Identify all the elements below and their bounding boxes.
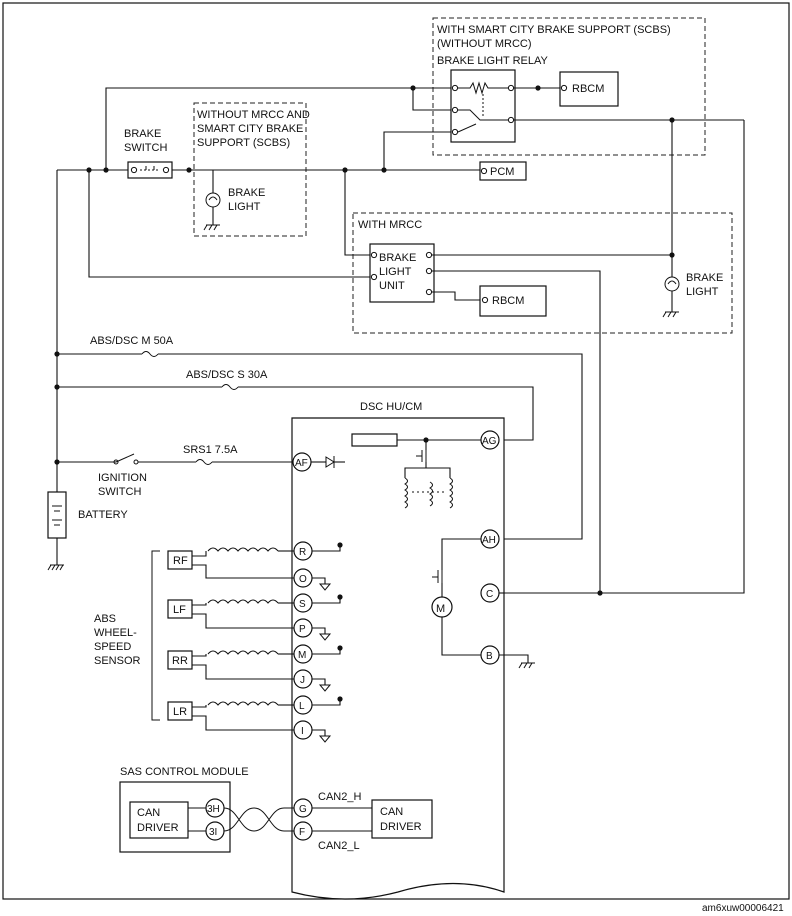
can-driver-right-label-2: DRIVER — [380, 821, 422, 833]
battery-box — [47, 491, 67, 539]
pin-m-group: M — [293, 644, 343, 664]
battery-ground-icon — [47, 564, 64, 571]
rbcm-mid-label: RBCM — [492, 295, 524, 307]
sas-module-title: SAS CONTROL MODULE — [120, 766, 249, 778]
rbcm-top-box — [559, 71, 619, 107]
pin-p: P — [299, 624, 306, 635]
dsc-module-body — [291, 417, 505, 900]
sas-pin-3i: 3I — [209, 827, 217, 838]
mrcc-option-box — [352, 212, 733, 334]
ignition-switch-label-2: SWITCH — [98, 486, 141, 498]
pin-l-group: L — [293, 695, 343, 715]
sensor-lf-box — [167, 599, 193, 619]
sensor-lr-label: LR — [173, 706, 187, 718]
wheel-sensor-label-1: ABS — [94, 613, 116, 625]
pin-p-group: P — [293, 618, 332, 641]
pin-af: AF — [295, 458, 308, 469]
can-driver-left-label-1: CAN — [137, 807, 160, 819]
brake-light-right-label-2: LIGHT — [686, 286, 719, 298]
pin-i-group: I — [293, 720, 332, 743]
dsc-module-title: DSC HU/CM — [360, 401, 422, 413]
wheel-sensor-label-3: SPEED — [94, 641, 131, 653]
pin-o: O — [299, 574, 307, 585]
mrcc-box-label: WITH MRCC — [358, 219, 422, 231]
sensor-lr-box — [167, 701, 193, 721]
ground-b-icon — [518, 662, 535, 669]
pin-r-group: R — [293, 541, 343, 561]
pin-l: L — [299, 701, 305, 712]
can-low-label: CAN2_L — [318, 840, 360, 852]
fuse-s30-label: ABS/DSC S 30A — [186, 369, 268, 381]
pin-c: C — [486, 589, 493, 600]
can-driver-left-label-2: DRIVER — [137, 822, 179, 834]
sensor-rf-label: RF — [173, 555, 188, 567]
without-box-label-3: SUPPORT (SCBS) — [197, 137, 290, 149]
fuse-srs-label: SRS1 7.5A — [183, 444, 238, 456]
scbs-box-label-1: WITH SMART CITY BRAKE SUPPORT (SCBS) — [437, 24, 671, 36]
can-driver-right-box — [371, 799, 433, 839]
wheel-sensor-label-4: SENSOR — [94, 655, 141, 667]
brake-light-left-label-2: LIGHT — [228, 201, 261, 213]
pin-s: S — [299, 599, 306, 610]
pin-o-group: O — [293, 568, 332, 591]
pin-m: M — [298, 650, 306, 661]
pin-j: J — [300, 675, 305, 686]
sensor-rf-box — [167, 550, 193, 570]
brake-switch-label-2: SWITCH — [124, 142, 167, 154]
pin-j-group: J — [293, 669, 332, 692]
brake-light-unit-box — [369, 243, 435, 303]
brake-light-unit-label-1: BRAKE — [379, 252, 416, 264]
pcm-box — [479, 161, 527, 181]
motor-label: M — [436, 603, 445, 615]
ignition-switch-label-1: IGNITION — [98, 472, 147, 484]
without-box-label-1: WITHOUT MRCC AND — [197, 109, 310, 121]
sensor-rr-box — [167, 650, 193, 670]
sensor-rr-label: RR — [172, 655, 188, 667]
brake-light-unit-label-3: UNIT — [379, 280, 405, 292]
pin-f: F — [299, 827, 305, 838]
brake-light-left-label-1: BRAKE — [228, 187, 265, 199]
pin-ah: AH — [482, 535, 496, 546]
pin-s-group: S — [293, 593, 343, 613]
pin-g: G — [299, 804, 307, 815]
figure-id: am6xuw00006421 — [702, 903, 784, 914]
can-high-label: CAN2_H — [318, 791, 361, 803]
diagram-frame — [2, 2, 790, 900]
scbs-option-box — [432, 17, 706, 156]
brake-switch-label-1: BRAKE — [124, 128, 161, 140]
fuse-m50-label: ABS/DSC M 50A — [90, 335, 174, 347]
pin-b: B — [486, 651, 493, 662]
pin-i: I — [301, 726, 304, 737]
sensor-lf-label: LF — [173, 604, 186, 616]
brake-light-relay-label: BRAKE LIGHT RELAY — [437, 55, 549, 67]
pin-r: R — [299, 547, 306, 558]
can-driver-left-box — [129, 801, 189, 839]
scbs-box-label-2: (WITHOUT MRCC) — [437, 38, 532, 50]
brake-light-right-icon — [662, 276, 680, 318]
wheel-sensor-label-2: WHEEL- — [94, 627, 137, 639]
brake-light-right-label-1: BRAKE — [686, 272, 723, 284]
rbcm-mid-box — [479, 285, 547, 317]
sas-pin-3h: 3H — [207, 804, 220, 815]
pin-ag: AG — [482, 436, 497, 447]
without-box-label-2: SMART CITY BRAKE — [197, 123, 303, 135]
brake-light-unit-label-2: LIGHT — [379, 266, 412, 278]
pcm-label: PCM — [490, 166, 514, 178]
rbcm-top-label: RBCM — [572, 83, 604, 95]
can-driver-right-label-1: CAN — [380, 806, 403, 818]
battery-label: BATTERY — [78, 509, 128, 521]
brake-light-left-icon — [203, 192, 221, 231]
